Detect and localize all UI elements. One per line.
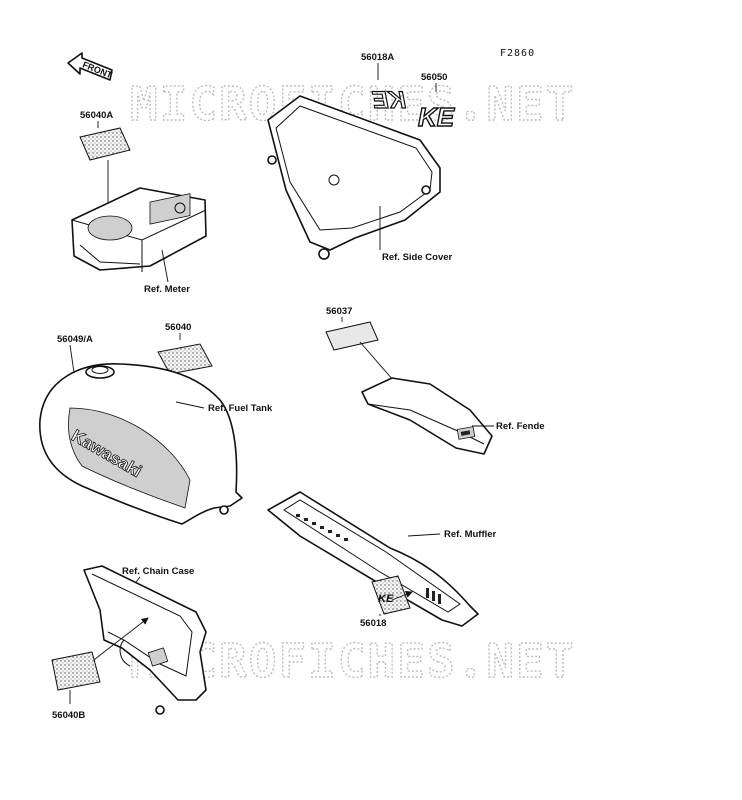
ref-chain-case-label: Ref. Chain Case	[122, 566, 194, 577]
front-arrow-icon: FRONT	[67, 52, 114, 81]
figure-code: F2860	[500, 48, 535, 59]
rear-fender	[361, 377, 493, 455]
meter-housing	[71, 187, 207, 272]
decal-56018	[371, 575, 411, 615]
decal-56040A	[79, 127, 131, 161]
emblem-56018A: KE	[371, 86, 407, 114]
fuel-tank: Kawasaki	[39, 363, 243, 525]
emblem-56050-text: KE	[418, 102, 455, 132]
decal-56037	[325, 321, 379, 351]
part-number-56037: 56037	[326, 306, 352, 317]
part-number-56018A: 56018A	[361, 52, 394, 63]
ref-fuel-tank-label: Ref. Fuel Tank	[208, 403, 273, 414]
part-number-56040A: 56040A	[80, 110, 113, 121]
chain-case-window	[147, 647, 169, 667]
decal-56040B	[51, 651, 101, 691]
chain-case	[83, 565, 207, 715]
decal-56040	[157, 343, 213, 375]
part-number-56040B: 56040B	[52, 710, 85, 721]
emblem-56050: KE	[417, 101, 455, 132]
muffler-cover	[267, 491, 479, 627]
part-number-56049A: 56049/A	[57, 334, 93, 345]
part-number-56050: 56050	[421, 72, 447, 83]
ref-fender-label: Ref. Fende	[496, 421, 545, 432]
front-arrow-label: FRONT	[81, 59, 114, 80]
part-number-56018: 56018	[360, 618, 386, 629]
ref-muffler-label: Ref. Muffler	[444, 529, 497, 540]
side-cover	[267, 95, 441, 260]
ref-side-cover-label: Ref. Side Cover	[382, 252, 453, 263]
muffler-vents	[296, 514, 441, 604]
decal-56018-emblem: KE	[378, 593, 394, 605]
part-number-56040: 56040	[165, 322, 191, 333]
emblem-56018A-text: KE	[372, 87, 406, 114]
ref-meter-label: Ref. Meter	[144, 284, 190, 295]
